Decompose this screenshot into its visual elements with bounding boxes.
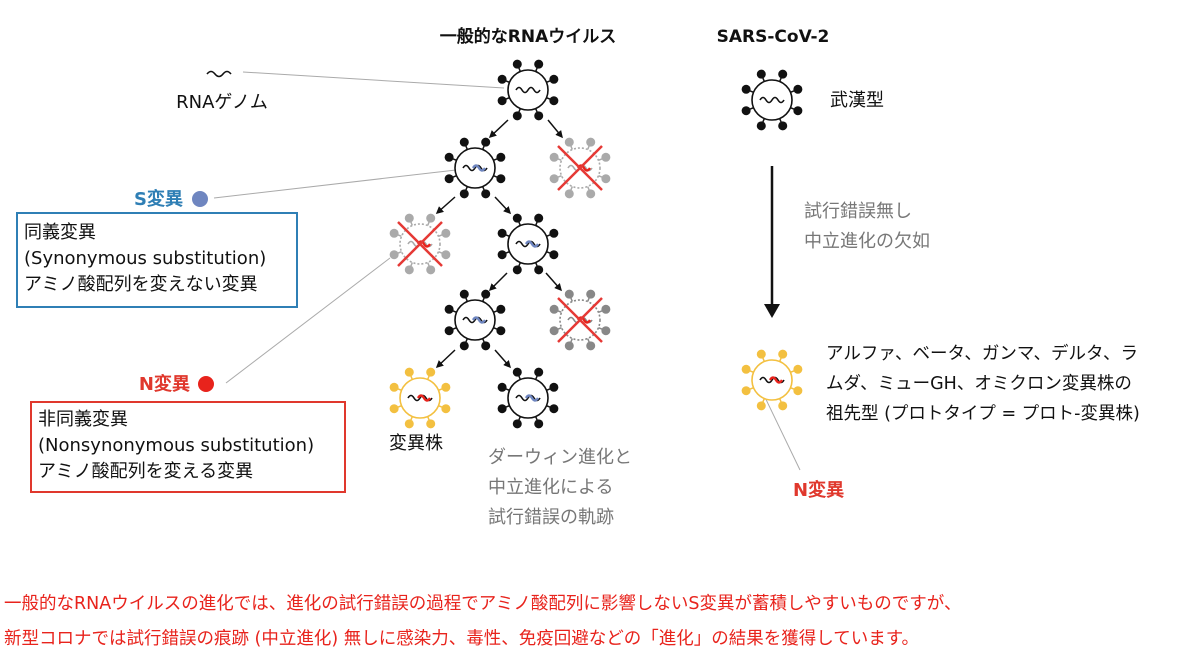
darwin-note-line-2: 中立進化による [488, 477, 613, 498]
virus-ancestor [741, 349, 803, 411]
right-title: SARS-CoV-2 [717, 27, 830, 47]
tree-arrow [435, 196, 456, 214]
nonsynonymous-line-2: (Nonsynonymous substitution) [38, 435, 315, 456]
synonymous-line-3: アミノ酸配列を変えない変異 [24, 274, 258, 295]
virus-branch-s [444, 137, 506, 199]
virus-branch-s [497, 367, 559, 429]
virus-branch-s [497, 213, 559, 275]
n-right-pointer-line [759, 386, 801, 471]
nonsynonymous-line-3: アミノ酸配列を変える変異 [38, 461, 254, 482]
no-trial-arrow-head [764, 304, 780, 318]
tree-arrow [494, 196, 512, 215]
caption-line-1: 一般的なRNAウイルスの進化では、進化の試行錯誤の過程でアミノ酸配列に影響しない… [4, 594, 962, 614]
synonymous-line-1: 同義変異 [24, 222, 96, 243]
tree-arrow [435, 349, 456, 369]
genome-squiggle-icon [206, 70, 232, 78]
n-mutation-label: N変異 [139, 373, 190, 395]
tree-arrow [547, 119, 563, 139]
darwin-note-line-1: ダーウィン進化と [488, 447, 632, 468]
n-pointer-line [225, 257, 391, 384]
genome-pointer-line [242, 71, 505, 89]
virus-branch-s [444, 289, 506, 351]
n-mutation-right-label: N変異 [793, 479, 844, 501]
s-mutation-dot-icon [192, 191, 208, 207]
virus-layer [389, 59, 803, 429]
synonymous-line-2: (Synonymous substitution) [24, 248, 267, 269]
synonymous-box: 同義変異 (Synonymous substitution) アミノ酸配列を変え… [16, 212, 298, 308]
ancestor-line-1: アルファ、ベータ、ガンマ、デルタ、ラ [826, 343, 1138, 364]
ancestor-line-3: 祖先型 (プロトタイプ = プロト-変異株) [826, 404, 1140, 424]
tree-arrow [488, 119, 509, 139]
virus-wuhan [741, 69, 803, 131]
virus-root [497, 59, 559, 121]
variant-label: 変異株 [389, 433, 443, 454]
nonsynonymous-box: 非同義変異 (Nonsynonymous substitution) アミノ酸配… [30, 401, 346, 493]
nonsynonymous-line-1: 非同義変異 [38, 409, 128, 430]
n-mutation-dot-icon [198, 376, 214, 392]
tree-arrow [494, 349, 511, 369]
virus-extinct [549, 289, 611, 351]
darwin-note-line-3: 試行錯誤の軌跡 [488, 507, 614, 528]
caption-line-2: 新型コロナでは試行錯誤の痕跡 (中立進化) 無しに感染力、毒性、免疫回避などの「… [4, 629, 920, 649]
tree-arrow [488, 272, 508, 292]
wuhan-label: 武漢型 [830, 90, 884, 111]
left-title: 一般的なRNAウイルス [440, 26, 616, 47]
genome-label: RNAゲノム [176, 92, 268, 113]
s-mutation-label: S変異 [134, 188, 183, 210]
s-pointer-line [213, 169, 457, 199]
arrow-note-line-1: 試行錯誤無し [804, 201, 912, 222]
virus-extinct [389, 213, 451, 275]
tree-arrow [545, 272, 562, 292]
virus-variant [389, 367, 451, 429]
virus-extinct [549, 137, 611, 199]
ancestor-line-2: ムダ、ミューGH、オミクロン変異株の [826, 374, 1132, 394]
arrow-note-line-2: 中立進化の欠如 [804, 231, 930, 252]
